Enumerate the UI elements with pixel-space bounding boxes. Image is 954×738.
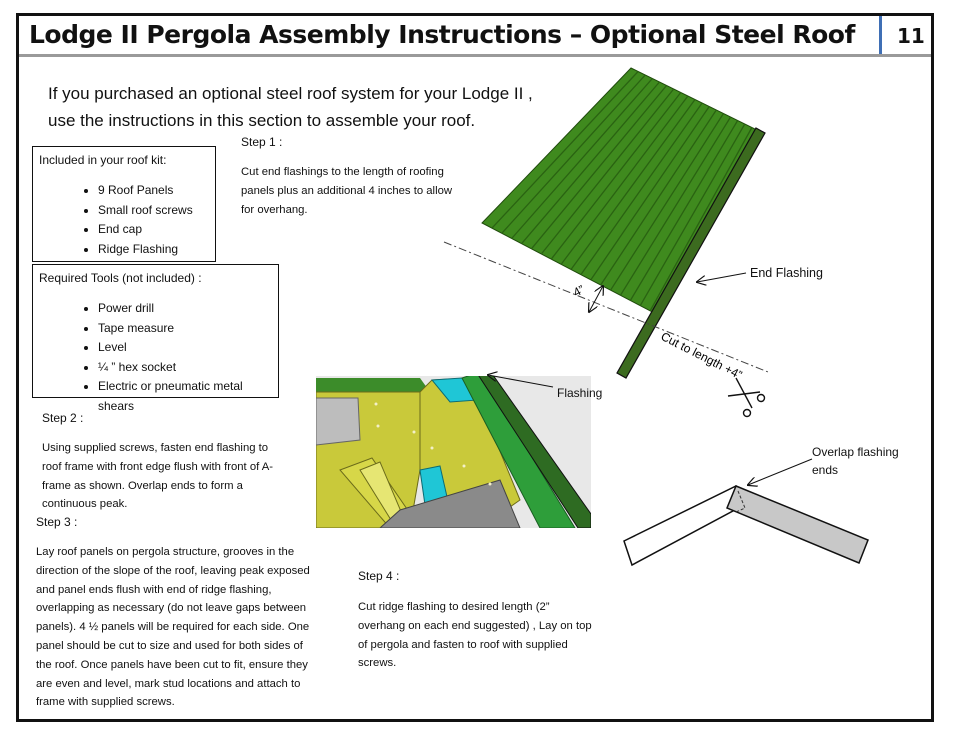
- panel-rib: [570, 99, 696, 270]
- text-line: direction of the slope of the roof, leav…: [36, 564, 310, 577]
- list-item: Level: [98, 338, 278, 358]
- text-line: screws.: [358, 657, 397, 670]
- list-item: Electric or pneumatic metal shears: [98, 377, 278, 416]
- end-flashing-pointer: [697, 272, 747, 282]
- panel-rib: [610, 113, 724, 291]
- overlap-hidden-line: [735, 490, 746, 513]
- dimension-arrow: [589, 286, 603, 312]
- flashing-pointer: [488, 375, 554, 388]
- tools-box: Required Tools (not included) : Power dr…: [32, 264, 279, 413]
- panel-rib: [491, 71, 639, 229]
- text-line: overhang on each end suggested) , Lay on…: [358, 619, 592, 632]
- gray-beam: [379, 479, 521, 528]
- text-line: for overhang.: [241, 203, 308, 216]
- panel-rib: [639, 123, 746, 306]
- panel-rib: [619, 116, 732, 296]
- list-item: 9 Roof Panels: [98, 181, 215, 201]
- roof-kit-heading: Included in your roof kit:: [39, 153, 167, 167]
- flashing-end-left: [623, 485, 748, 567]
- text-line: continuous peak.: [42, 498, 128, 511]
- text-line: Cut end flashings to the length of roofi…: [241, 166, 444, 178]
- header-divider: [19, 54, 931, 57]
- four-inch-label: 4”: [571, 282, 587, 299]
- green-roof-strip: [316, 378, 430, 392]
- overlap-flashing-diagram: [623, 458, 869, 567]
- step2-text: Using supplied screws, fasten end flashi…: [42, 439, 273, 514]
- overlap-label: Overlap flashing ends: [812, 443, 899, 479]
- list-item: Ridge Flashing: [98, 240, 215, 260]
- text-line: are even and level, mark stud locations …: [36, 677, 301, 690]
- list-item: Power drill: [98, 299, 278, 319]
- page-number-divider: [879, 16, 882, 54]
- panel-rib: [590, 106, 710, 281]
- tools-list: Power drill Tape measure Level ¼ ” hex s…: [33, 299, 278, 416]
- page-title: Lodge II Pergola Assembly Instructions –…: [29, 20, 855, 49]
- text-line: roof frame with front edge flush with fr…: [42, 460, 274, 473]
- panel-rib: [560, 95, 689, 265]
- text-line: frame as shown. Overlap ends to form a: [42, 479, 243, 492]
- end-flashing-label: End Flashing: [750, 266, 823, 280]
- page-frame: [16, 13, 934, 722]
- list-item: End cap: [98, 220, 215, 240]
- page-number: 11: [897, 24, 925, 48]
- roof-panel-diagram: 4” Cut to length +4”: [443, 67, 769, 418]
- flashing-end-right: [726, 485, 869, 564]
- panel-rib: [580, 102, 703, 276]
- panel-rib: [501, 74, 646, 234]
- pergola-frame-diagram: [316, 368, 591, 528]
- list-item: Tape measure: [98, 319, 278, 339]
- text-line: and panel ends flush with end of ridge f…: [36, 583, 272, 596]
- text-line: overlapping as necessary (do not leave g…: [36, 602, 307, 615]
- roof-side: [461, 376, 576, 528]
- panel-rib: [540, 88, 675, 255]
- panel-ribs: [491, 71, 753, 312]
- scissors-icon: [727, 377, 766, 418]
- panel-rib: [550, 92, 682, 260]
- step4-text: Cut ridge flashing to desired length (2”…: [358, 598, 592, 673]
- text-line: panel should be cut to size and used for…: [36, 639, 303, 652]
- list-item: Small roof screws: [98, 201, 215, 221]
- panel-rib: [530, 85, 668, 250]
- step3-text: Lay roof panels on pergola structure, gr…: [36, 543, 310, 712]
- panel-rib: [521, 81, 660, 245]
- cut-to-length-label: Cut to length +4”: [659, 329, 745, 382]
- intro-line: If you purchased an optional steel roof …: [48, 84, 533, 103]
- panel-rib: [511, 78, 653, 239]
- roof-kit-list: 9 Roof Panels Small roof screws End cap …: [33, 181, 215, 259]
- text-line: panels plus an additional 4 inches to al…: [241, 184, 453, 197]
- step1-title: Step 1 :: [241, 135, 283, 149]
- panel-rib: [649, 127, 753, 312]
- text-line: panels). 4 ½ panels will be required for…: [36, 621, 310, 634]
- intro-text: If you purchased an optional steel roof …: [48, 80, 533, 134]
- text-line: Cut ridge flashing to desired length (2”: [358, 601, 550, 613]
- roof-kit-box: Included in your roof kit: 9 Roof Panels…: [32, 146, 216, 262]
- end-flashing-bar: [616, 127, 766, 379]
- panel-rib: [600, 109, 717, 286]
- gray-block: [316, 397, 361, 446]
- text-line: of pergola and fasten to roof with suppl…: [358, 638, 568, 651]
- roof-panel: [481, 67, 760, 317]
- flashing-label: Flashing: [557, 386, 603, 400]
- step4-title: Step 4 :: [358, 569, 400, 583]
- screw-holes: [374, 402, 492, 486]
- step3-title: Step 3 :: [36, 515, 78, 529]
- intro-line: use the instructions in this section to …: [48, 111, 476, 130]
- step1-text: Cut end flashings to the length of roofi…: [241, 163, 452, 219]
- text-line: the roof. Once panels have been cut to f…: [36, 658, 308, 671]
- flashing-strip: [478, 376, 591, 528]
- overlap-label-line: ends: [812, 463, 839, 477]
- list-item: ¼ ” hex socket: [98, 358, 278, 378]
- panel-rib: [629, 120, 739, 301]
- tools-heading: Required Tools (not included) :: [39, 271, 202, 285]
- overlap-label-line: Overlap flashing: [812, 445, 899, 459]
- step2-title: Step 2 :: [42, 411, 84, 425]
- frame-brace-light: [359, 461, 409, 528]
- text-line: Lay roof panels on pergola structure, gr…: [36, 546, 295, 558]
- text-line: frame with supplied screws.: [36, 696, 175, 709]
- cut-line: [443, 241, 769, 373]
- text-line: Using supplied screws, fasten end flashi…: [42, 442, 269, 454]
- overlap-pointer: [748, 458, 813, 485]
